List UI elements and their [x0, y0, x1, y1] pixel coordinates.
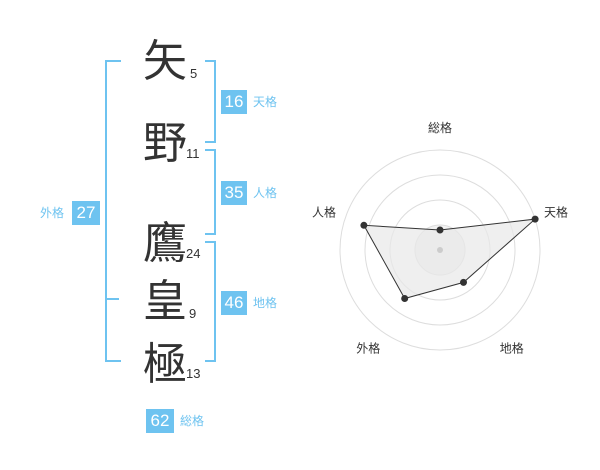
radar-point	[436, 226, 444, 234]
kanji-3: 鷹	[143, 218, 187, 269]
kanji-4-strokes: 9	[189, 306, 197, 321]
kanji-1-strokes: 5	[190, 66, 198, 81]
radar-ring	[339, 149, 541, 351]
kanji-5: 極	[143, 339, 187, 390]
kanji-4: 皇	[143, 276, 187, 327]
gai-bracket	[105, 60, 121, 362]
chi-kaku-label: 地格	[253, 296, 278, 310]
ten-kaku-label: 天格	[253, 95, 278, 109]
radar-axis-label: 人格	[312, 204, 336, 219]
ten-kaku-badge: 16	[221, 90, 247, 114]
sou-kaku-label: 総格	[180, 414, 205, 428]
radar-axis-label: 外格	[356, 341, 380, 356]
gai-kaku-badge: 27	[72, 201, 100, 225]
radar-center-dot	[437, 247, 443, 253]
radar-point	[531, 215, 539, 223]
kanji-2-strokes: 11	[186, 146, 200, 161]
radar-point	[360, 221, 368, 229]
chi-bracket	[205, 241, 216, 362]
chi-kaku-badge: 46	[221, 291, 247, 315]
radar-area	[363, 218, 537, 300]
radar-point	[401, 295, 409, 302]
gai-kaku-label: 外格	[40, 206, 65, 220]
radar-point	[460, 278, 467, 286]
radar-axis-label: 地格	[500, 341, 524, 356]
jin-kaku-badge: 35	[221, 181, 247, 205]
radar-axis-label: 総格	[428, 120, 452, 135]
radar-axis-label: 天格	[544, 204, 568, 219]
kanji-3-strokes: 24	[186, 246, 201, 261]
jin-kaku-label: 人格	[253, 186, 278, 200]
kanji-5-strokes: 13	[186, 366, 201, 381]
jin-bracket	[205, 149, 216, 235]
gai-bracket-tick	[105, 298, 119, 300]
radar-ring	[364, 174, 516, 326]
ten-bracket	[205, 60, 216, 143]
kanji-1: 矢	[143, 36, 187, 87]
sou-kaku-badge: 62	[146, 409, 174, 433]
kanji-2: 野	[143, 118, 187, 169]
